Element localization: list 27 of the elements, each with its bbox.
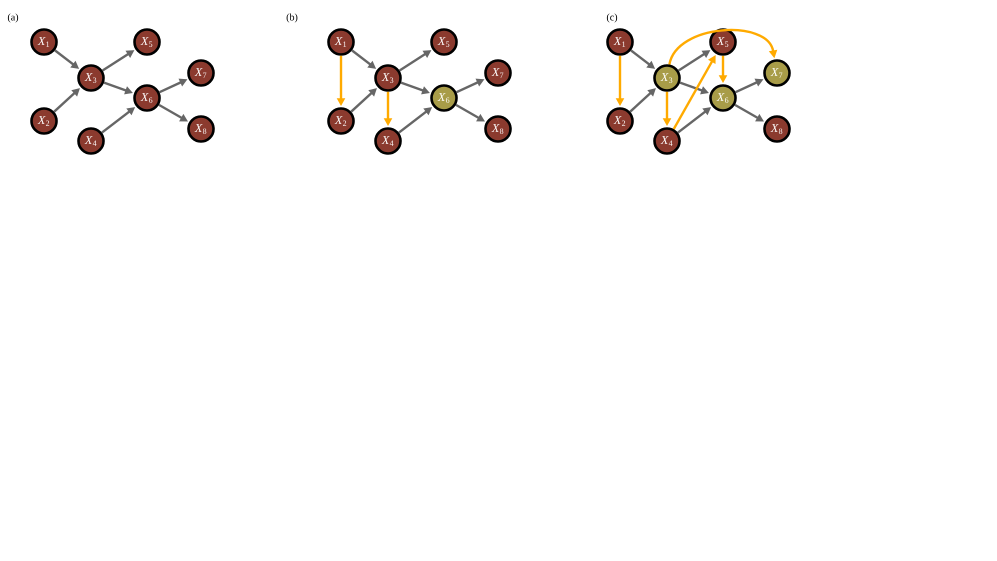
variable-node: X$_{8}$ bbox=[187, 115, 215, 143]
variable-node: X$_{2}$ bbox=[30, 107, 58, 135]
variable-node: X$_{4}$ bbox=[77, 127, 105, 155]
variable-node: X$_{1}$ bbox=[327, 28, 355, 56]
variable-node: X$_{5}$ bbox=[709, 28, 737, 56]
variable-node: X$_{8}$ bbox=[763, 115, 791, 143]
arrow bbox=[668, 28, 778, 65]
variable-node: X$_{1}$ bbox=[30, 28, 58, 56]
variable-node: X$_{4}$ bbox=[374, 127, 402, 155]
panel-label: (a) bbox=[8, 13, 18, 23]
variable-node: X$_{6}$ bbox=[430, 84, 458, 112]
variable-node: X$_{7}$ bbox=[763, 59, 791, 87]
variable-node: X$_{3}$ bbox=[77, 64, 105, 92]
variable-node: X$_{2}$ bbox=[606, 107, 634, 135]
variable-node: X$_{5}$ bbox=[430, 28, 458, 56]
variable-node: X$_{1}$ bbox=[606, 28, 634, 56]
variable-node: X$_{7}$ bbox=[484, 59, 512, 87]
variable-node: X$_{8}$ bbox=[484, 115, 512, 143]
variable-node: X$_{2}$ bbox=[327, 107, 355, 135]
panel-label: (b) bbox=[286, 13, 298, 23]
variable-node: X$_{4}$ bbox=[653, 127, 681, 155]
variable-node: X$_{7}$ bbox=[187, 59, 215, 87]
variable-node: X$_{3}$ bbox=[374, 64, 402, 92]
variable-node: X$_{3}$ bbox=[653, 64, 681, 92]
variable-node: X$_{5}$ bbox=[133, 28, 161, 56]
variable-node: X$_{6}$ bbox=[709, 84, 737, 112]
variable-node: X$_{6}$ bbox=[133, 84, 161, 112]
